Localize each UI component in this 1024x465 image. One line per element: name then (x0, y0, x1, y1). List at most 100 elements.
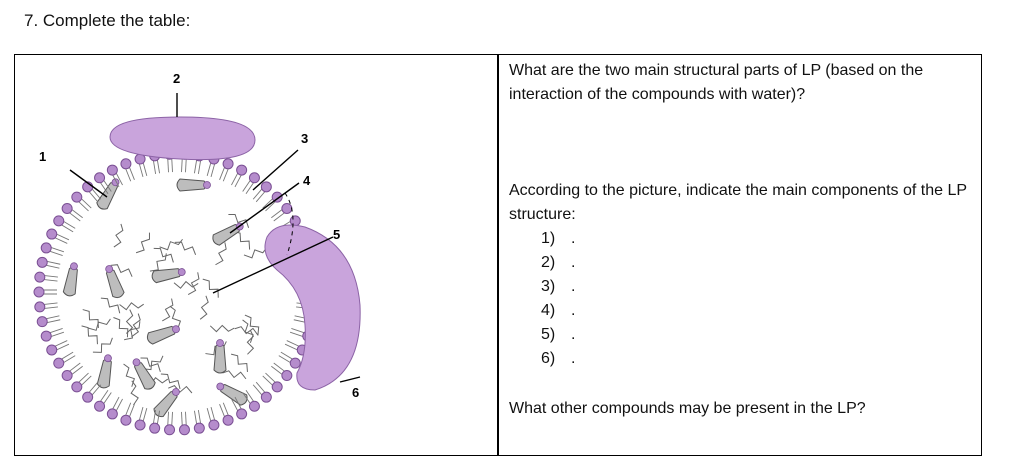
phospholipid-head (289, 215, 301, 227)
cholesterol (132, 358, 156, 390)
phospholipid-head (236, 408, 248, 420)
answer-item: 3). (541, 278, 576, 295)
triglyceride (234, 326, 259, 336)
triglyceride (173, 280, 199, 289)
question-main-components: According to the picture, indicate the m… (509, 182, 967, 223)
cholesterol (151, 268, 186, 284)
phospholipid-head (120, 414, 132, 426)
phospholipid-head (33, 286, 45, 298)
phospholipid-head (281, 202, 293, 214)
phospholipid-head (53, 357, 65, 369)
triglyceride (113, 317, 129, 338)
triglyceride (205, 341, 227, 356)
cholesterol (213, 339, 227, 374)
triglyceride (169, 305, 182, 330)
diagram-label-1: 1 (39, 149, 46, 164)
cholesterol (146, 325, 180, 345)
phospholipid-head (134, 419, 146, 431)
triglyceride (130, 380, 139, 406)
phospholipid-head (36, 316, 48, 328)
phospholipid-head (149, 422, 161, 434)
phospholipid-head (120, 158, 132, 170)
diagram-label-4: 4 (303, 173, 311, 188)
triglyceride (92, 337, 113, 353)
phospholipid-head (222, 414, 234, 426)
diagram-label-6: 6 (352, 385, 359, 400)
phospholipid-head (40, 330, 52, 342)
page-heading: 7. Complete the table: (24, 11, 191, 30)
triglyceride (124, 321, 141, 341)
triglyceride (199, 295, 209, 320)
phospholipid-head (248, 172, 260, 184)
phospholipid-head (40, 242, 52, 254)
answer-item: 5). (541, 326, 576, 343)
answer-item: 1). (541, 230, 576, 247)
triglyceride (113, 223, 124, 248)
triglyceride (131, 313, 141, 338)
triglyceride (228, 213, 250, 228)
apolipoprotein-side (264, 224, 361, 391)
phospholipid-head (82, 391, 94, 403)
cholesterol (153, 388, 180, 418)
phospholipid-head (71, 191, 83, 203)
triglyceride (135, 232, 150, 254)
diagram-label-3: 3 (301, 131, 308, 146)
question-structural-parts: What are the two main structural parts o… (509, 62, 924, 103)
phospholipid-head (34, 271, 46, 283)
phospholipid-head (164, 424, 176, 436)
triglyceride (162, 298, 174, 322)
answer-item: 2). (541, 254, 576, 271)
triglyceride (209, 324, 235, 333)
triglyceride (244, 314, 260, 336)
dashed-pointer (284, 192, 294, 256)
triglyceride (142, 355, 164, 371)
triglyceride (243, 247, 268, 259)
cholesterol (176, 178, 211, 192)
answer-item: 6). (541, 350, 576, 367)
phospholipid-head (236, 164, 248, 176)
phospholipid-head (36, 256, 48, 268)
phospholipid-head (248, 400, 260, 412)
triglyceride (168, 385, 193, 394)
triglyceride (160, 373, 181, 389)
phospholipid-head (193, 422, 205, 434)
triglyceride (202, 278, 219, 298)
apolipoprotein-top (109, 116, 256, 161)
triglyceride (174, 241, 197, 256)
phospholipid-head (46, 228, 58, 240)
phospholipid-head (178, 424, 190, 436)
phospholipid-head (61, 370, 73, 382)
label-pointers (69, 93, 361, 383)
phospholipid-head (260, 391, 272, 403)
phospholipid-head (208, 419, 220, 431)
phospholipid-head (271, 381, 283, 393)
triglyceride (230, 353, 248, 373)
phospholipid-head (71, 381, 83, 393)
cholesterol (105, 265, 125, 299)
triglyceride (140, 357, 161, 372)
phospholipid-head (94, 172, 106, 184)
question-other-compounds: What other compounds may be present in t… (509, 400, 866, 417)
pointer-line (69, 169, 108, 198)
answer-item: 4). (541, 302, 576, 319)
components-answer-list: 1). 2). 3). 4). 5). 6). (541, 227, 575, 371)
phospholipid-head (61, 202, 73, 214)
pointer-line (212, 236, 334, 294)
triglyceride (87, 318, 111, 331)
cholesterol (216, 382, 248, 406)
triglyceride (215, 242, 227, 266)
phospholipid-head (281, 370, 293, 382)
phospholipid-head (34, 301, 46, 313)
phospholipid-head (53, 215, 65, 227)
phospholipid-head (94, 400, 106, 412)
phospholipid-head (271, 191, 283, 203)
triglyceride (153, 247, 174, 263)
cholesterol (62, 262, 78, 297)
diagram-label-5: 5 (333, 227, 340, 242)
pointer-line (339, 376, 361, 383)
triglyceride (242, 319, 254, 343)
